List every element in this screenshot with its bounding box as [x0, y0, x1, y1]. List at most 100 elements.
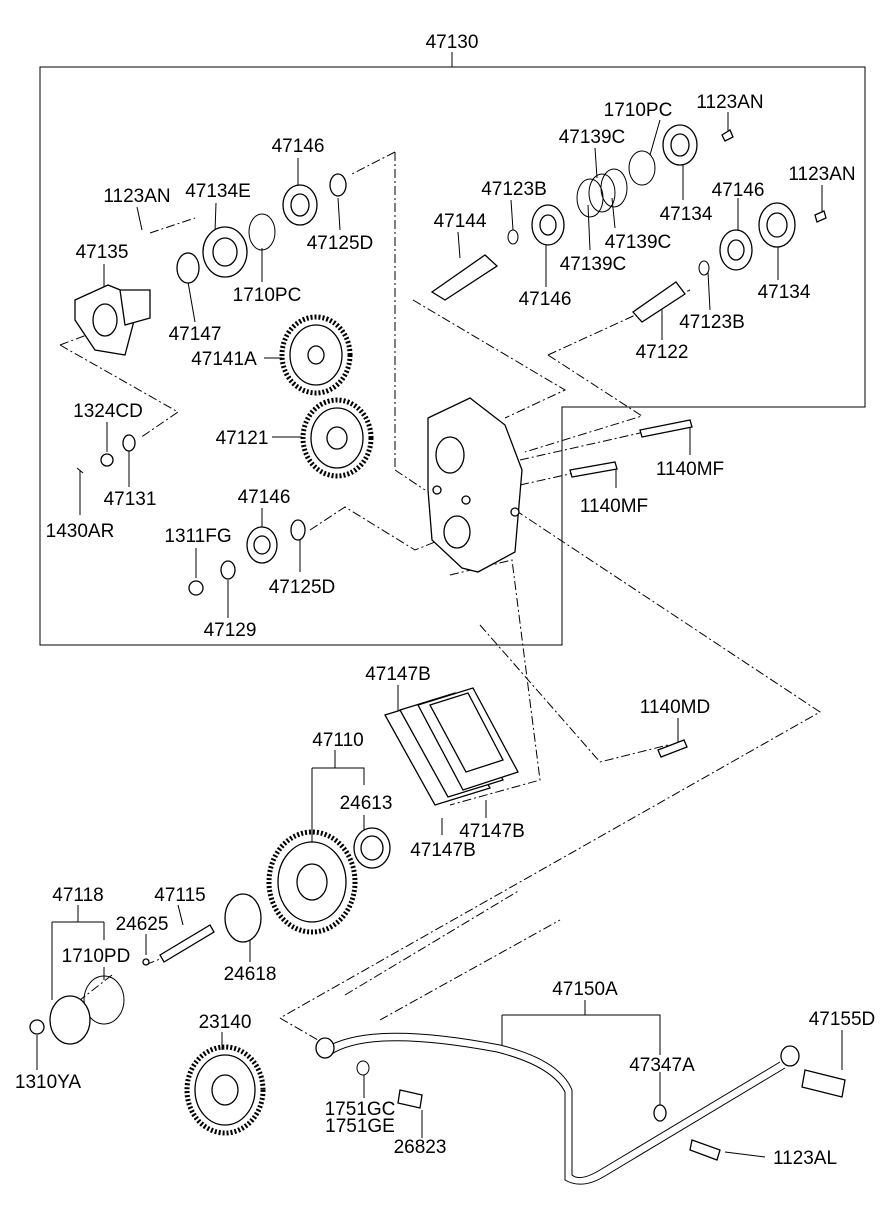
flange-47135: [74, 284, 151, 356]
label-47139C-mid: 47139C: [605, 232, 672, 253]
label-1140MF-b: 1140MF: [580, 496, 648, 517]
washer-47129: [220, 560, 236, 580]
cover-47134-top: [662, 124, 698, 166]
ring-47139C-b: [588, 173, 616, 213]
housing-47130: [427, 397, 523, 573]
label-47146: 47146: [272, 136, 325, 157]
gear-47121: [300, 397, 374, 479]
shaft-47115: [159, 924, 215, 963]
oring-1710PD: [83, 975, 125, 1025]
label-1123AL: 1123AL: [773, 1148, 837, 1169]
gear-23140: [184, 1044, 266, 1136]
label-47150A: 47150A: [552, 979, 618, 1000]
label-1751GC: 1751GC: [325, 1099, 396, 1120]
label-47141A: 47141A: [191, 349, 257, 370]
cover-47134E: [202, 226, 248, 278]
label-1310YA: 1310YA: [15, 1072, 82, 1093]
label-47131: 47131: [104, 489, 157, 510]
washer-47131: [122, 434, 136, 452]
label-47110: 47110: [312, 730, 363, 751]
label-23140: 23140: [199, 1012, 252, 1033]
label-1324CD: 1324CD: [73, 401, 143, 422]
label-47134-right: 47134: [758, 282, 811, 303]
label-47130: 47130: [426, 32, 479, 53]
bolt-1123AL: [689, 1139, 721, 1161]
label-47147B-right: 47147B: [459, 821, 525, 842]
clip-47347A: [653, 1104, 667, 1122]
label-47129: 47129: [204, 620, 257, 641]
label-1123AN-right: 1123AN: [788, 164, 855, 185]
bearing-47146: [282, 184, 318, 226]
leader-lines: [36, 112, 843, 1158]
label-47125D: 47125D: [307, 233, 374, 254]
label-1123AN-top: 1123AN: [696, 92, 763, 113]
nut-1311FG: [188, 580, 204, 596]
plate-24618: [224, 893, 262, 943]
snapring-47123B-right: [698, 260, 710, 276]
bolt-26823: [397, 1089, 423, 1109]
label-1710PD: 1710PD: [62, 946, 131, 967]
washer-24625: [142, 958, 150, 966]
gasket-1751GC: [356, 1060, 370, 1076]
gear-47110: [266, 829, 358, 935]
label-47147B-low: 47147B: [410, 840, 476, 861]
label-26823: 26823: [394, 1137, 447, 1158]
label-47123B-right: 47123B: [679, 312, 745, 333]
oring-1710PC-right: [628, 150, 656, 186]
label-47347A: 47347A: [629, 1055, 695, 1076]
assembly-frame: [39, 66, 866, 646]
label-24625: 24625: [116, 914, 169, 935]
label-24618: 24618: [224, 964, 277, 985]
label-47146-lower: 47146: [238, 487, 291, 508]
label-1710PC: 1710PC: [233, 285, 302, 306]
shaft-47122: [632, 281, 686, 323]
bearing-47146-right: [531, 204, 565, 246]
nut-1310YA: [29, 1019, 45, 1035]
label-1751GE: 1751GE: [325, 1116, 395, 1137]
ring-47139C-c: [600, 168, 628, 208]
label-47118: 47118: [52, 885, 103, 906]
pin-1430AR: [76, 467, 84, 482]
label-1311FG: 1311FG: [164, 526, 231, 547]
label-47144: 47144: [434, 211, 487, 232]
label-47155D: 47155D: [809, 1009, 876, 1030]
ring-47125D-lower: [290, 519, 306, 541]
label-47115: 47115: [154, 885, 205, 906]
snapring-47123B: [507, 229, 519, 245]
label-47121: 47121: [216, 428, 269, 449]
label-47125D-lower: 47125D: [269, 577, 336, 598]
label-47147B-top: 47147B: [365, 664, 431, 685]
shaft-47144: [430, 254, 499, 301]
bolt-1123AN-right: [814, 210, 827, 223]
label-47122: 47122: [636, 342, 689, 363]
label-47135: 47135: [76, 242, 129, 263]
assembly-guide-lines: [59, 151, 821, 1041]
bearing-47146-lower: [246, 526, 278, 564]
label-24613: 24613: [340, 793, 393, 814]
label-47134-top: 47134: [660, 204, 713, 225]
label-1430AR: 1430AR: [46, 521, 115, 542]
pulley-47118: [49, 995, 91, 1045]
part-labels: 47130 1123AN 47134E 47146 47135 47125D 1…: [15, 32, 875, 1169]
bolt-1140MF-b: [569, 461, 618, 478]
label-47146-right: 47146: [519, 289, 572, 310]
bolt-1123AN-top: [721, 129, 734, 142]
bearing-47146-far: [719, 229, 753, 271]
label-1123AN: 1123AN: [103, 186, 170, 207]
label-1140MD: 1140MD: [640, 697, 710, 718]
label-47147: 47147: [169, 324, 222, 345]
banjo-fitting-right: [780, 1045, 800, 1067]
label-47146-far: 47146: [712, 180, 765, 201]
nut-1324CD: [100, 453, 114, 467]
pipe-47150A: [324, 1032, 786, 1185]
gear-47141A: [279, 314, 353, 396]
ring-47125D: [329, 173, 347, 197]
bolt-47155D: [801, 1069, 846, 1098]
bolt-1140MF-a: [639, 419, 693, 438]
label-47139C-low: 47139C: [560, 254, 627, 275]
label-47139C-top: 47139C: [559, 127, 626, 148]
bolt-1140MD: [657, 739, 688, 758]
label-1710PC-right: 1710PC: [604, 100, 673, 121]
oring-1710PC: [248, 213, 276, 251]
